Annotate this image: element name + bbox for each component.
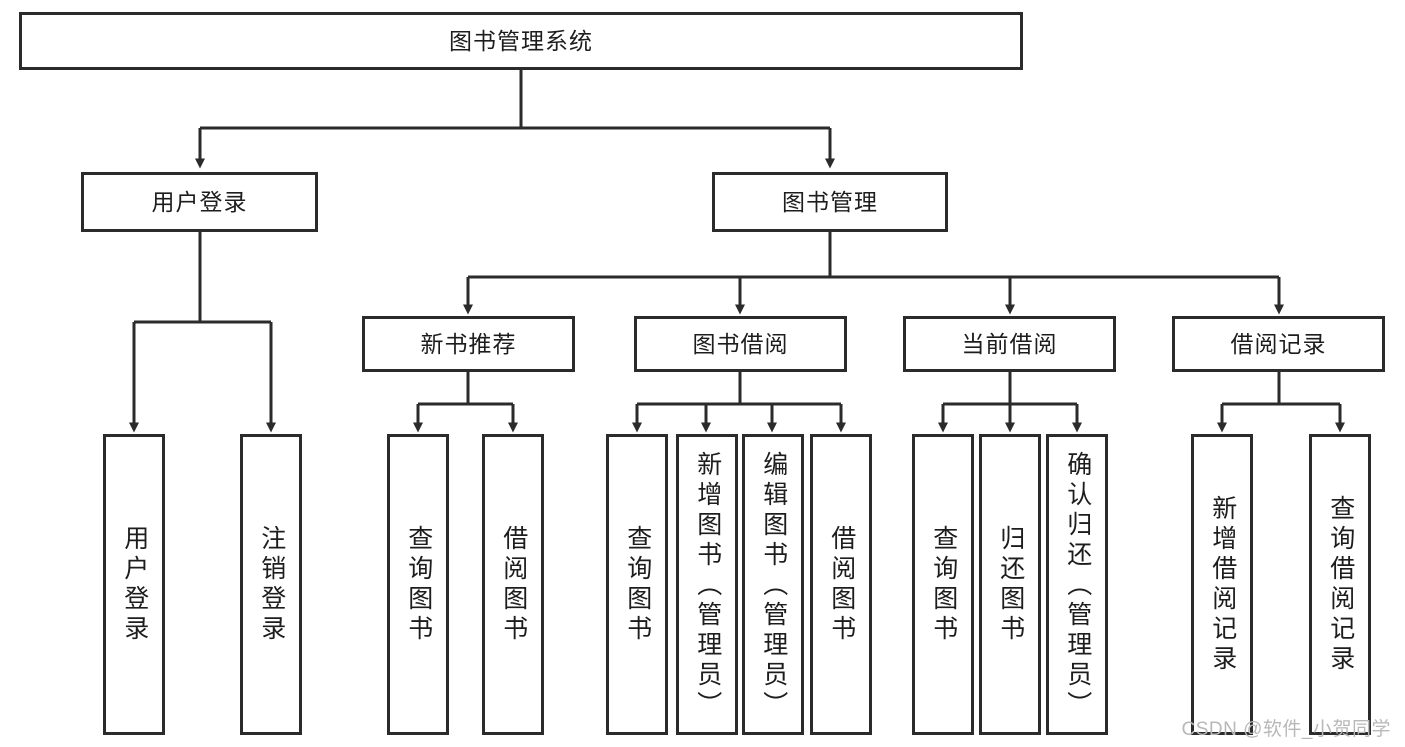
node-leaf-query-book-3-label: 查询图书: [929, 524, 958, 645]
node-leaf-query-record[interactable]: 查询借阅记录: [1309, 434, 1371, 735]
node-leaf-query-book-3[interactable]: 查询图书: [912, 434, 974, 735]
node-leaf-user-login[interactable]: 用户登录: [103, 434, 165, 735]
node-leaf-borrow-book-1-label: 借阅图书: [499, 524, 528, 645]
node-leaf-edit-book-label: 编辑图书（管理员）: [759, 451, 788, 721]
node-book-manage[interactable]: 图书管理: [712, 172, 948, 232]
node-leaf-query-record-label: 查询借阅记录: [1326, 494, 1355, 675]
node-leaf-query-book-1[interactable]: 查询图书: [387, 434, 449, 735]
node-leaf-query-book-2[interactable]: 查询图书: [606, 434, 668, 735]
node-leaf-user-logout[interactable]: 注销登录: [240, 434, 302, 735]
node-borrow-record[interactable]: 借阅记录: [1172, 316, 1385, 372]
node-book-borrow[interactable]: 图书借阅: [634, 316, 847, 372]
node-borrow-record-label: 借阅记录: [1230, 330, 1327, 357]
node-leaf-confirm-return[interactable]: 确认归还（管理员）: [1046, 434, 1108, 735]
node-leaf-query-book-1-label: 查询图书: [404, 524, 433, 645]
node-leaf-user-login-label: 用户登录: [120, 524, 149, 645]
node-root-label: 图书管理系统: [449, 27, 593, 54]
node-leaf-borrow-book-2-label: 借阅图书: [827, 524, 856, 645]
node-leaf-return-book-label: 归还图书: [996, 524, 1025, 645]
node-new-book-rec-label: 新书推荐: [420, 330, 517, 357]
watermark-text: CSDN @软件_小贺同学: [1181, 719, 1391, 740]
node-leaf-confirm-return-label: 确认归还（管理员）: [1063, 451, 1092, 721]
node-leaf-add-book[interactable]: 新增图书（管理员）: [676, 434, 738, 735]
node-leaf-add-book-label: 新增图书（管理员）: [693, 451, 722, 721]
node-leaf-query-book-2-label: 查询图书: [623, 524, 652, 645]
node-user-login-label: 用户登录: [151, 188, 248, 215]
node-leaf-add-record[interactable]: 新增借阅记录: [1191, 434, 1253, 735]
node-leaf-return-book[interactable]: 归还图书: [979, 434, 1041, 735]
node-root[interactable]: 图书管理系统: [19, 12, 1023, 70]
node-leaf-user-logout-label: 注销登录: [257, 524, 286, 645]
node-current-borrow[interactable]: 当前借阅: [903, 316, 1116, 372]
node-leaf-edit-book[interactable]: 编辑图书（管理员）: [742, 434, 804, 735]
node-book-manage-label: 图书管理: [782, 188, 878, 215]
node-leaf-borrow-book-1[interactable]: 借阅图书: [482, 434, 544, 735]
node-new-book-rec[interactable]: 新书推荐: [362, 316, 575, 372]
node-current-borrow-label: 当前借阅: [961, 330, 1058, 357]
node-book-borrow-label: 图书借阅: [692, 330, 789, 357]
node-user-login[interactable]: 用户登录: [81, 172, 318, 232]
node-leaf-borrow-book-2[interactable]: 借阅图书: [810, 434, 872, 735]
node-leaf-add-record-label: 新增借阅记录: [1208, 494, 1237, 675]
